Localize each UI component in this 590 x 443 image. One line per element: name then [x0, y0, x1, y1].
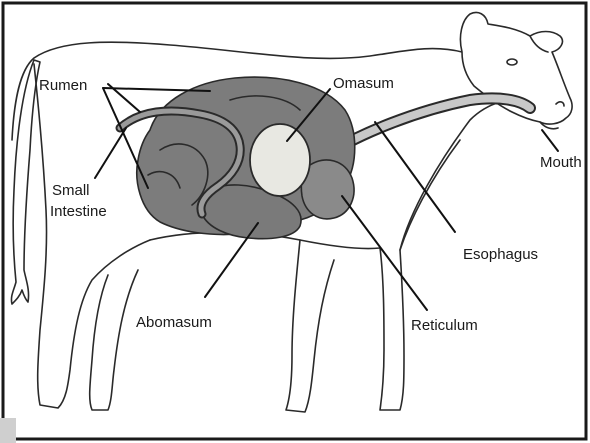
label-abomasum: Abomasum — [136, 314, 212, 331]
label-small-intestine-line2: Intestine — [50, 203, 107, 220]
cow-eye — [507, 59, 517, 65]
scan-smudge — [0, 418, 16, 443]
omasum-organ — [250, 124, 310, 196]
label-esophagus: Esophagus — [463, 246, 538, 263]
label-small-intestine-line1: Small — [52, 182, 90, 199]
label-reticulum: Reticulum — [411, 317, 478, 334]
label-rumen: Rumen — [39, 77, 87, 94]
label-mouth: Mouth — [540, 154, 582, 171]
label-omasum: Omasum — [333, 75, 394, 92]
